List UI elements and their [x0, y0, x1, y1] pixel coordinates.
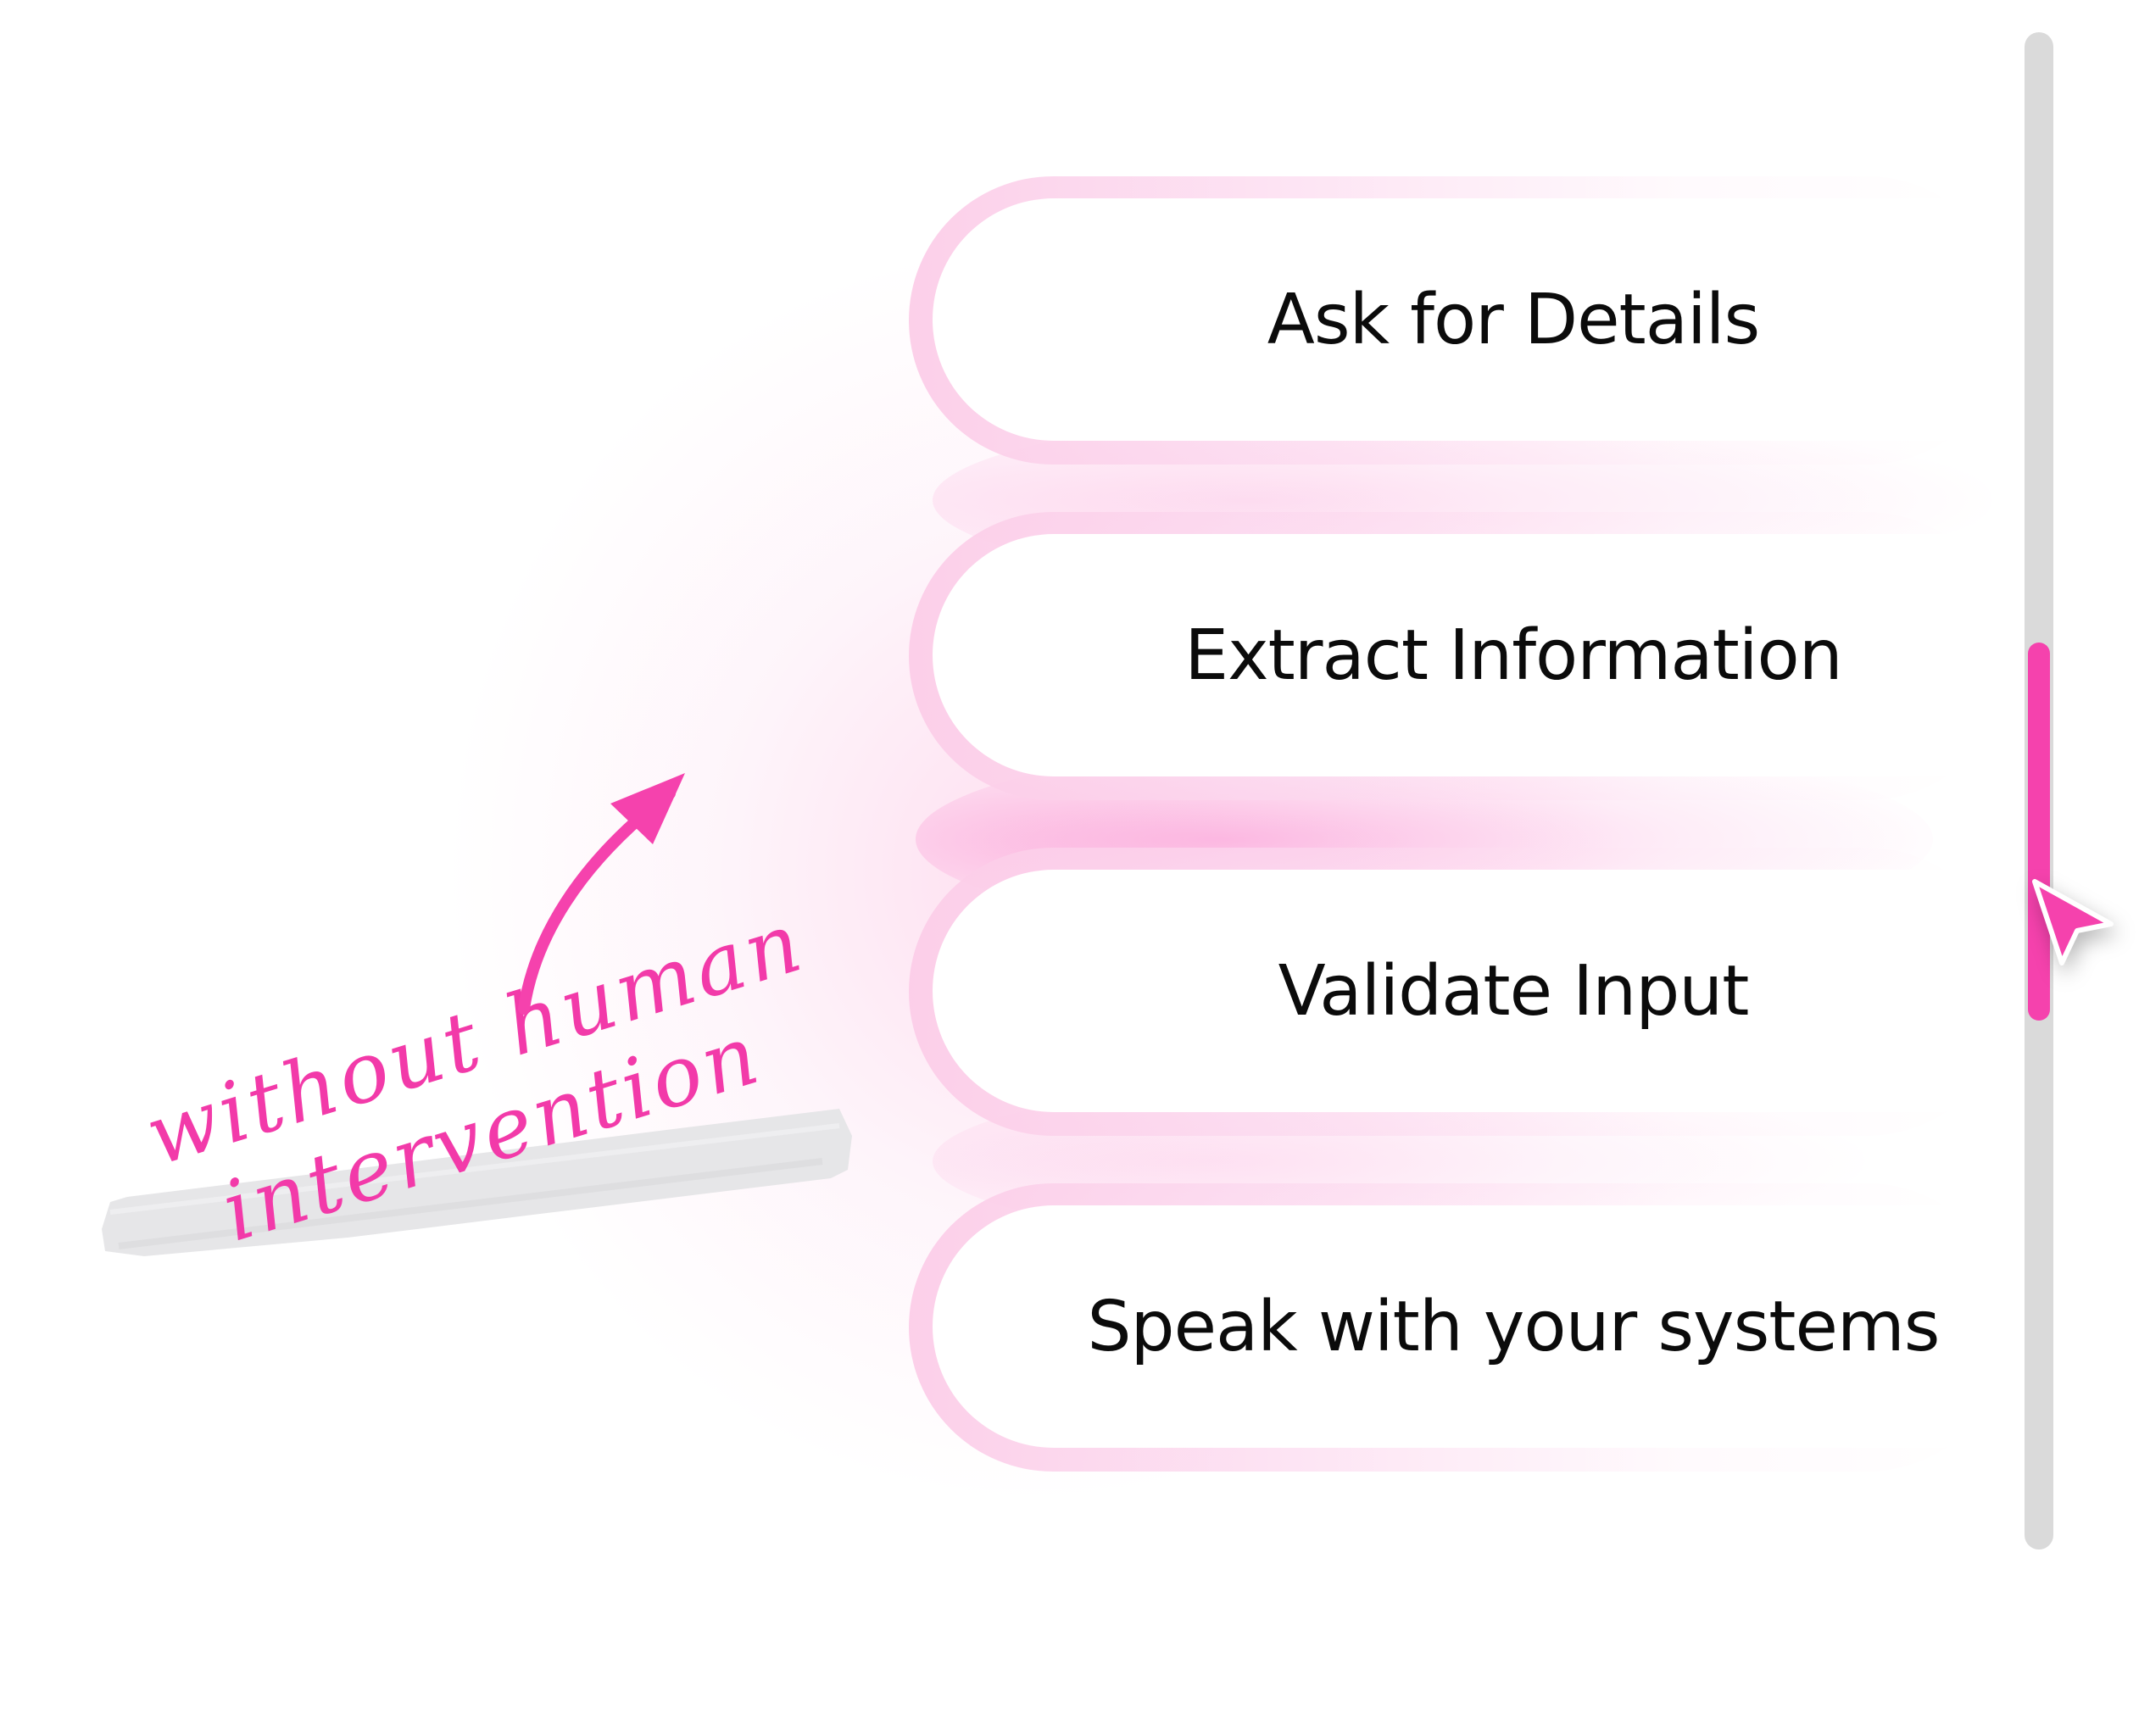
pill-body[interactable]: Extract Information: [933, 534, 2060, 776]
curved-arrow-icon: [518, 773, 685, 1015]
step-pill-ask-for-details[interactable]: Ask for Details: [909, 176, 2062, 465]
step-pill-speak-with-your-systems[interactable]: Speak with your systems: [909, 1183, 2062, 1472]
scrollbar-thumb[interactable]: [2028, 643, 2050, 1021]
step-label: Speak with your systems: [1087, 1286, 1940, 1367]
step-pill-extract-information[interactable]: Extract Information: [909, 512, 2062, 800]
step-pill-validate-input[interactable]: Validate Input: [909, 848, 2062, 1136]
pill-body[interactable]: Speak with your systems: [933, 1205, 2060, 1448]
pill-body[interactable]: Ask for Details: [933, 198, 2060, 441]
pointer-cursor-icon: [2032, 879, 2114, 965]
step-label: Validate Input: [1278, 950, 1750, 1032]
pill-body[interactable]: Validate Input: [933, 870, 2060, 1112]
step-label: Ask for Details: [1267, 279, 1760, 360]
brush-stroke-highlight: [102, 1109, 852, 1256]
step-label: Extract Information: [1184, 615, 1842, 696]
